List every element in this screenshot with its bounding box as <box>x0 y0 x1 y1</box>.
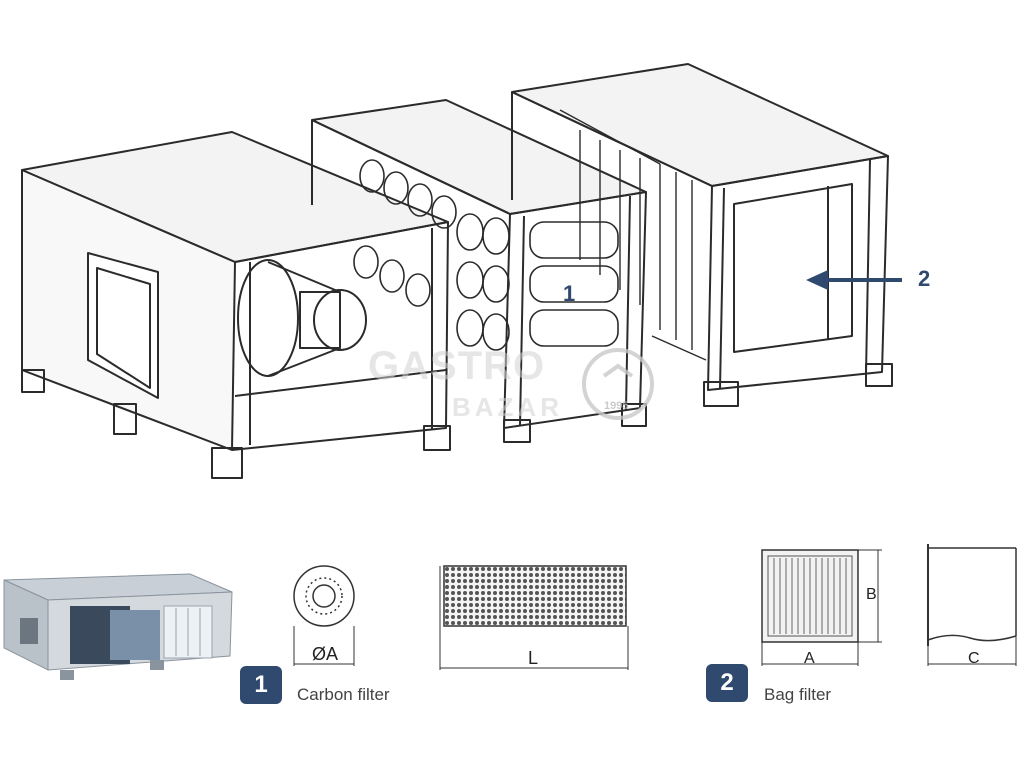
dimension-bag-width-label: A <box>804 650 815 667</box>
bag-filter-front-view <box>761 549 882 666</box>
bag-filter-module <box>511 63 893 407</box>
unit-photo <box>3 573 233 680</box>
watermark-seal-year: 1995 <box>604 400 629 412</box>
watermark-line1: GASTRO <box>368 344 546 388</box>
carbon-filter-end-view <box>293 565 355 666</box>
dimension-diameter-label: ØA <box>312 644 339 664</box>
callout-arrow-2 <box>806 270 902 290</box>
dimension-length-label: L <box>528 648 539 668</box>
watermark-seal-icon <box>582 348 654 420</box>
fan-module <box>21 131 451 479</box>
legend-badge-bag: 2 <box>706 664 748 702</box>
legend-bag-filter-label: Bag filter <box>764 685 832 704</box>
bag-filter-side-view <box>927 544 1017 666</box>
legend-badge-carbon: 1 <box>240 666 282 704</box>
legend-carbon-filter-label: Carbon filter <box>297 685 390 704</box>
watermark-line2: BAZAR <box>452 392 563 422</box>
callout-2-label: 2 <box>918 266 931 291</box>
dimension-bag-depth-label: C <box>968 650 980 667</box>
dimension-bag-height-label: B <box>866 586 877 603</box>
carbon-filter-side-view <box>439 565 629 670</box>
callout-1-label: 1 <box>563 281 576 306</box>
exploded-unit-drawing <box>21 63 902 479</box>
